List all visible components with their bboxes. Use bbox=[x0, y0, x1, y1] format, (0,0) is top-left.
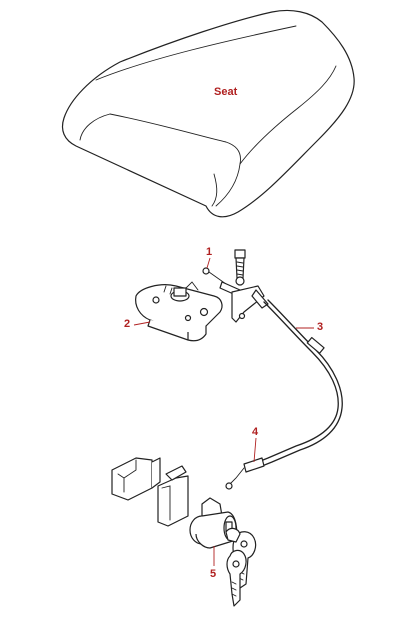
mounting-clip bbox=[111, 457, 161, 501]
bolt-part bbox=[234, 249, 246, 286]
callout-4: 4 bbox=[252, 426, 259, 438]
callout-1: 1 bbox=[206, 246, 213, 258]
seat-label: Seat bbox=[214, 86, 238, 98]
lock-bracket bbox=[157, 465, 189, 527]
seat-drawing bbox=[61, 9, 355, 218]
callout-2: 2 bbox=[124, 318, 131, 330]
key-set bbox=[225, 527, 257, 607]
leader-lines bbox=[133, 257, 314, 566]
latch-assembly bbox=[135, 281, 223, 342]
release-cable bbox=[225, 299, 343, 490]
callout-5: 5 bbox=[210, 568, 217, 580]
cable-bracket bbox=[231, 285, 269, 323]
callout-3: 3 bbox=[317, 321, 324, 333]
lock-cylinder bbox=[189, 497, 238, 549]
